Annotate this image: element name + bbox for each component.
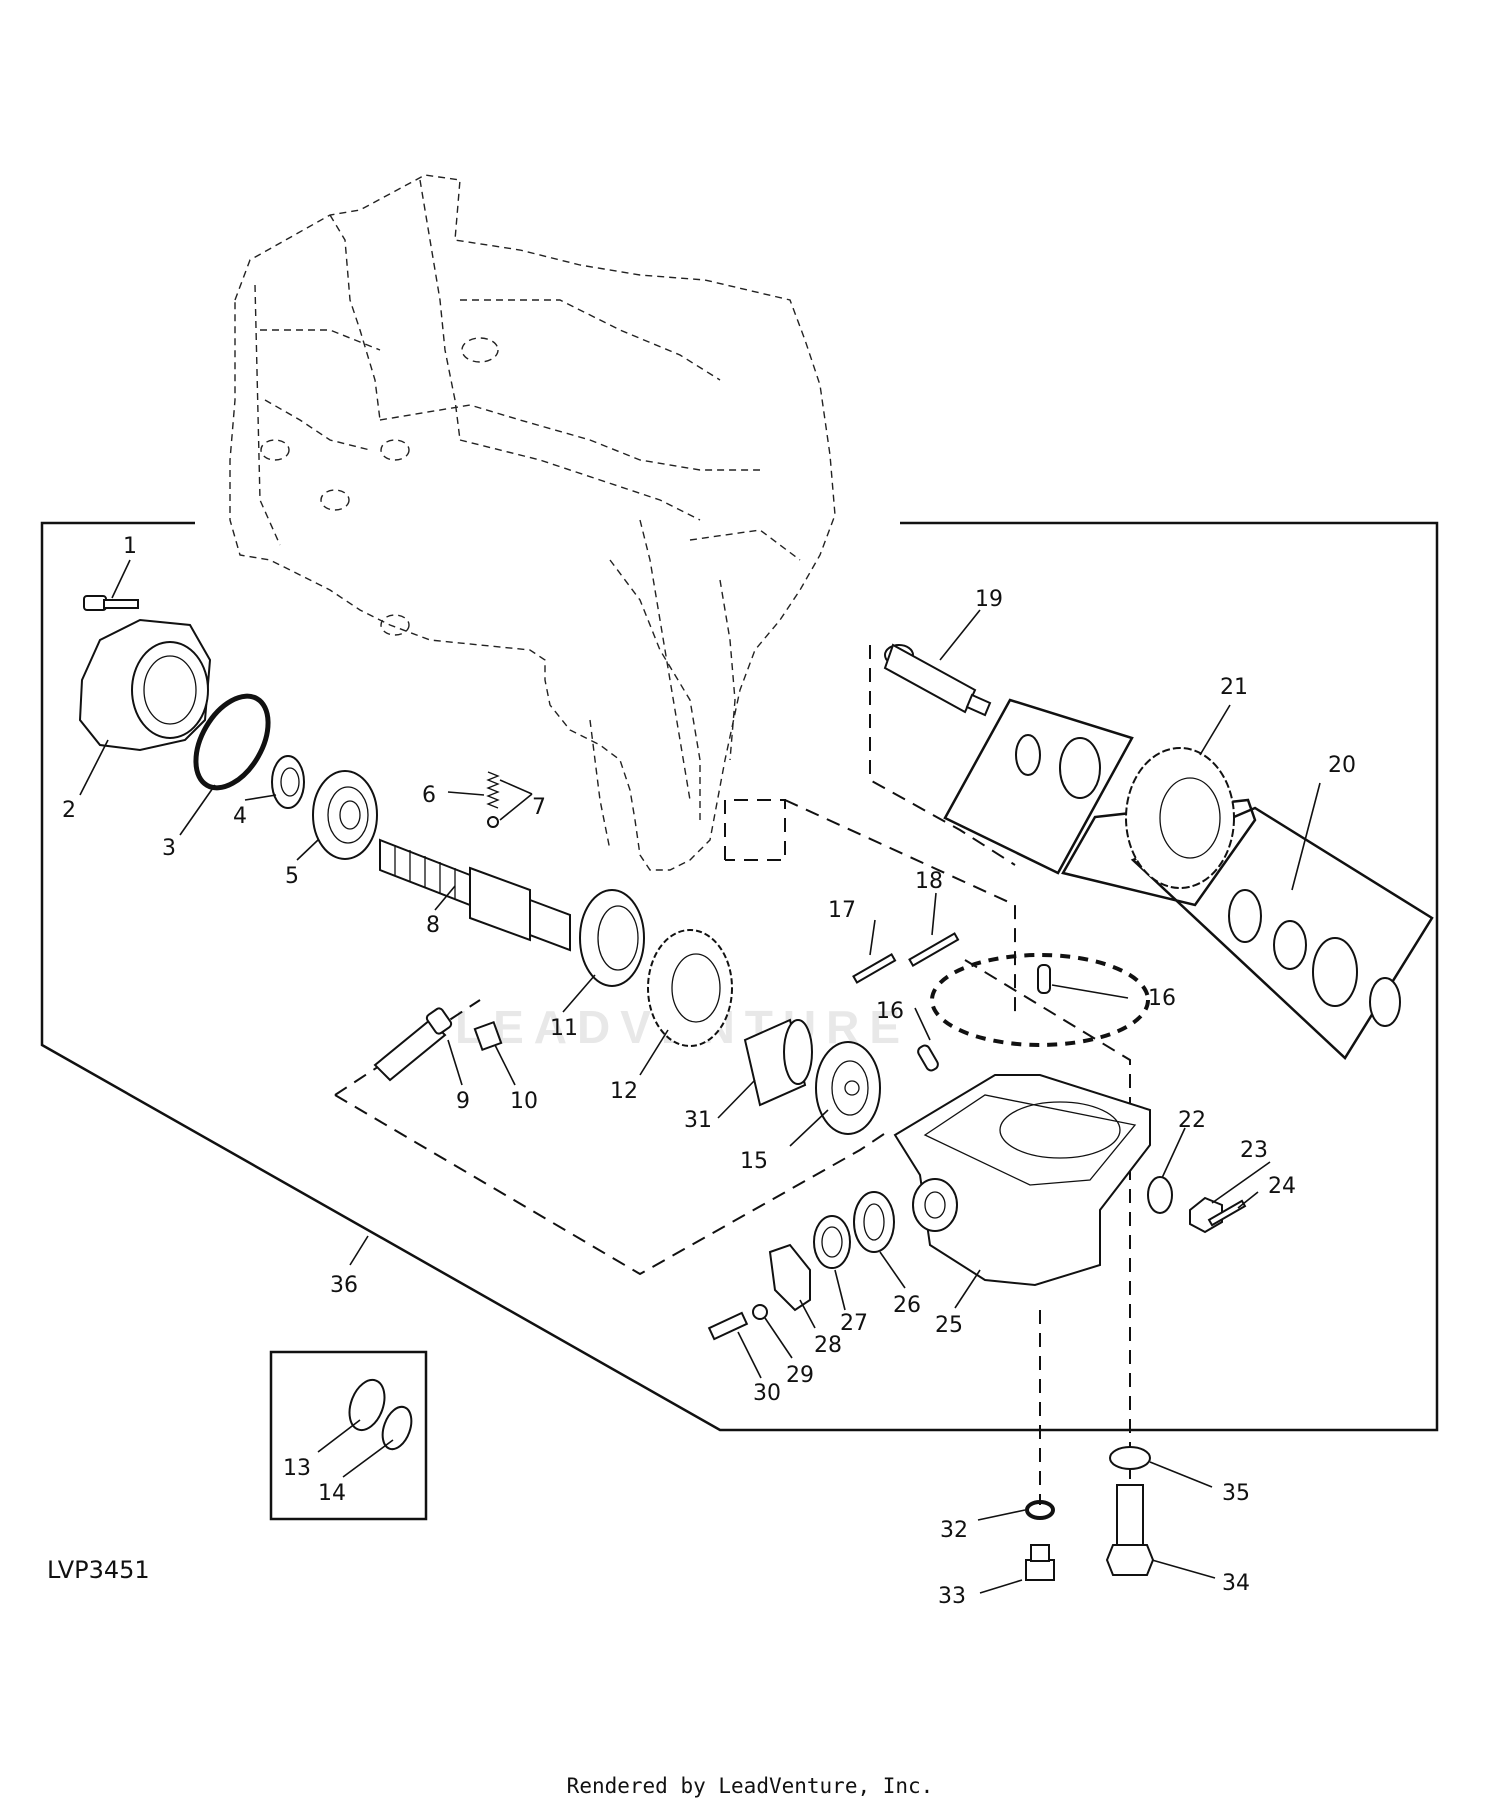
callout-6: 6: [422, 783, 436, 808]
callout-13: 13: [283, 1456, 311, 1481]
part-4-ring: [271, 755, 305, 809]
callout-24: 24: [1268, 1174, 1296, 1199]
callout-32: 32: [940, 1518, 968, 1543]
part-11-bearing: [579, 889, 645, 987]
callout-9: 9: [456, 1089, 470, 1114]
transmission-housing-outline: [229, 174, 836, 871]
callout-11: 11: [550, 1016, 578, 1041]
part-31-spacer: [743, 1018, 813, 1107]
callout-3: 3: [162, 836, 176, 861]
part-20-21-gear-bearings: [1015, 734, 1401, 1027]
callout-33: 33: [938, 1584, 966, 1609]
callout-28: 28: [814, 1333, 842, 1358]
callout-26: 26: [893, 1293, 921, 1318]
part-17-18-pins: [852, 932, 960, 984]
callout-2: 2: [62, 798, 76, 823]
part-6-7-spring-ball: [486, 771, 500, 828]
part-25-housing: [893, 1074, 1151, 1287]
figure-code: LVP3451: [47, 1556, 150, 1584]
callout-14: 14: [318, 1481, 346, 1506]
callout-8: 8: [426, 913, 440, 938]
part-1-bolt: [83, 595, 139, 611]
callout-34: 34: [1222, 1571, 1250, 1596]
callout-23: 23: [1240, 1138, 1268, 1163]
callout-31: 31: [684, 1108, 712, 1133]
callout-10: 10: [510, 1089, 538, 1114]
callout-30: 30: [753, 1381, 781, 1406]
part-22-23-24-hardware: [1147, 1176, 1247, 1234]
callout-4: 4: [233, 804, 247, 829]
part-9-pin: [373, 1007, 453, 1082]
part-26-27-seals: [813, 1191, 895, 1269]
callout-17: 17: [828, 898, 856, 923]
callout-1: 1: [123, 534, 137, 559]
footer-credit: Rendered by LeadVenture, Inc.: [566, 1774, 934, 1798]
part-19-shaft: [883, 643, 992, 717]
part-28-29-30-lever-hardware: [707, 1243, 811, 1341]
callout-20: 20: [1328, 753, 1356, 778]
pto-subassembly-dashed-outline: [334, 645, 1131, 1505]
part-12-gear: [647, 929, 733, 1047]
callout-19: 19: [975, 587, 1003, 612]
part-32-to-35-plugs-bolts: [1025, 1446, 1155, 1581]
part-3-o-ring: [193, 693, 271, 791]
callout-numbers: 1 2 3 4 5 6 7 8 9 10 11 12 13 14 15 16 1…: [62, 534, 1356, 1609]
callout-12: 12: [610, 1079, 638, 1104]
part-13-14-shims-box: [269, 1350, 428, 1521]
part-15-bearing: [815, 1041, 881, 1135]
part-2-cover: [78, 618, 212, 752]
callout-5: 5: [285, 864, 299, 889]
leader-lines: [79, 559, 1321, 1594]
callout-25: 25: [935, 1313, 963, 1338]
pin-group-ellipse: [917, 953, 1150, 1072]
callout-15: 15: [740, 1149, 768, 1174]
assembly-frame-36: [40, 521, 1439, 1432]
callout-22: 22: [1178, 1108, 1206, 1133]
part-8-shaft: [379, 838, 571, 952]
callout-27: 27: [840, 1311, 868, 1336]
callout-18: 18: [915, 869, 943, 894]
callout-36: 36: [330, 1273, 358, 1298]
callout-7: 7: [532, 795, 546, 820]
callout-29: 29: [786, 1363, 814, 1388]
callout-35: 35: [1222, 1481, 1250, 1506]
part-5-bearing: [312, 770, 378, 860]
callout-16-left: 16: [876, 999, 904, 1024]
callout-16-right: 16: [1148, 986, 1176, 1011]
part-10-key: [473, 1020, 503, 1052]
callout-21: 21: [1220, 675, 1248, 700]
